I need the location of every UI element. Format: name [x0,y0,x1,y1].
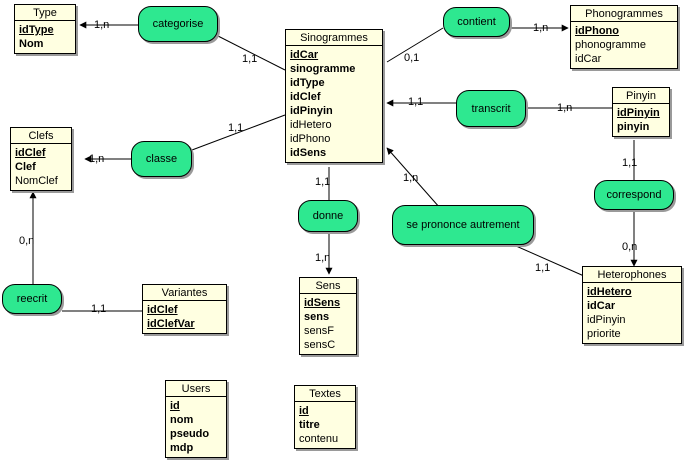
attribute-idclef: idClef [15,147,46,159]
attribute-priorite: priorite [587,328,621,340]
attribute-idpinyin: idPinyin [587,314,626,326]
attribute-idhetero: idHetero [290,119,332,131]
card-donne-sinogrammes: 1,1 [315,176,331,188]
attribute-idpinyin: idPinyin [617,107,660,119]
entity-heterophones-title: Heterophones [583,267,681,283]
relation-reecrit[interactable]: reecrit [2,284,62,314]
relation-transcrit[interactable]: transcrit [456,90,526,127]
attribute-nom: nom [170,414,194,426]
relation-donne[interactable]: donne [298,200,358,232]
entity-sens-attrs: idSens sens sensF sensC [300,294,356,354]
entity-sinogrammes-attrs: idCar sinogramme idType idClef idPinyin idHet… [286,46,382,162]
card-prononce-sinogrammes: 1,n [403,172,419,184]
entity-variantes-attrs: idClef idClefVar [143,301,226,333]
entity-pinyin[interactable]: Pinyin idPinyin pinyin [612,87,670,137]
attribute-idphono: idPhono [575,25,619,37]
link-contient-sinogrammes [386,27,444,63]
card-categorise-type: 1,n [94,19,110,31]
card-contient-phonogrammes: 1,n [533,22,549,34]
attribute-sensf: sensF [304,325,334,337]
entity-users-title: Users [166,381,226,397]
card-classe-clefs: 1,n [89,153,105,165]
attribute-idsens: idSens [290,147,327,159]
entity-phonogrammes-attrs: idPhono phonogramme idCar [571,22,677,68]
link-prononce-heterophones [506,241,585,277]
relation-classe[interactable]: classe [131,141,192,177]
attribute-nom: Nom [19,38,44,50]
link-categorise-sinogrammes [217,35,286,71]
attribute-idsens: idSens [304,297,341,309]
attribute-sinogramme: sinogramme [290,63,356,75]
entity-phonogrammes-title: Phonogrammes [571,6,677,22]
link-classe-sinogrammes [191,114,286,151]
entity-clefs-title: Clefs [11,128,71,144]
entity-pinyin-attrs: idPinyin pinyin [613,104,669,136]
attribute-contenu: contenu [299,433,339,445]
card-classe-sinogrammes: 1,1 [228,122,244,134]
attribute-id: id [299,405,309,417]
attribute-clef: Clef [15,161,36,173]
attribute-mdp: mdp [170,442,194,454]
attribute-sens: sens [304,311,330,323]
attribute-idphono: idPhono [290,133,331,145]
attribute-idclef: idClef [290,91,321,103]
card-reecrit-variantes: 1,1 [91,303,107,315]
entity-users-attrs: id nom pseudo mdp [166,397,226,457]
entity-users[interactable]: Users id nom pseudo mdp [165,380,227,458]
attribute-phonogramme: phonogramme [575,39,646,51]
attribute-sensc: sensC [304,339,336,351]
attribute-idpinyin: idPinyin [290,105,333,117]
attribute-titre: titre [299,419,320,431]
relation-se-prononce-autrement[interactable]: se prononce autrement [392,205,534,245]
entity-variantes-title: Variantes [143,285,226,301]
entity-sens-title: Sens [300,278,356,294]
attribute-id: id [170,400,180,412]
attribute-idcar: idCar [587,300,616,312]
attribute-idtype: idType [290,77,325,89]
link-prononce-sinogrammes [386,147,441,209]
card-transcrit-pinyin: 1,n [557,102,573,114]
relation-contient[interactable]: contient [443,7,510,37]
attribute-idtype: idType [19,24,54,36]
card-donne-sens: 1,n [315,252,331,264]
relation-correspond[interactable]: correspond [594,180,674,210]
entity-heterophones[interactable]: Heterophones idHetero idCar idPinyin priori… [582,266,682,344]
card-contient-sinogrammes: 0,1 [404,52,420,64]
entity-sinogrammes-title: Sinogrammes [286,30,382,46]
card-categorise-sinogrammes: 1,1 [242,53,258,65]
relation-categorise[interactable]: categorise [138,6,218,42]
card-correspond-pinyin: 1,1 [622,157,638,169]
attribute-idcar: idCar [575,53,602,65]
attribute-idhetero: idHetero [587,286,632,298]
attribute-pinyin: pinyin [617,121,650,133]
entity-heterophones-attrs: idHetero idCar idPinyin priorite [583,283,681,343]
entity-variantes[interactable]: Variantes idClef idClefVar [142,284,227,334]
card-transcrit-sinogrammes: 1,1 [408,96,424,108]
entity-sens[interactable]: Sens idSens sens sensF sensC [299,277,357,355]
entity-pinyin-title: Pinyin [613,88,669,104]
attribute-idcar: idCar [290,49,319,61]
attribute-nomclef: NomClef [15,175,58,187]
entity-textes-attrs: id titre contenu [295,402,355,448]
card-prononce-heterophones: 1,1 [535,262,551,274]
attribute-idclefvar: idClefVar [147,318,195,330]
attribute-idclef: idClef [147,304,178,316]
card-reecrit-clefs: 0,n [19,235,35,247]
card-correspond-heterophones: 0,n [622,241,638,253]
entity-textes-title: Textes [295,386,355,402]
entity-phonogrammes[interactable]: Phonogrammes idPhono phonogramme idCar [570,5,678,69]
entity-textes[interactable]: Textes id titre contenu [294,385,356,449]
attribute-pseudo: pseudo [170,428,210,440]
entity-type-title: Type [15,5,75,21]
